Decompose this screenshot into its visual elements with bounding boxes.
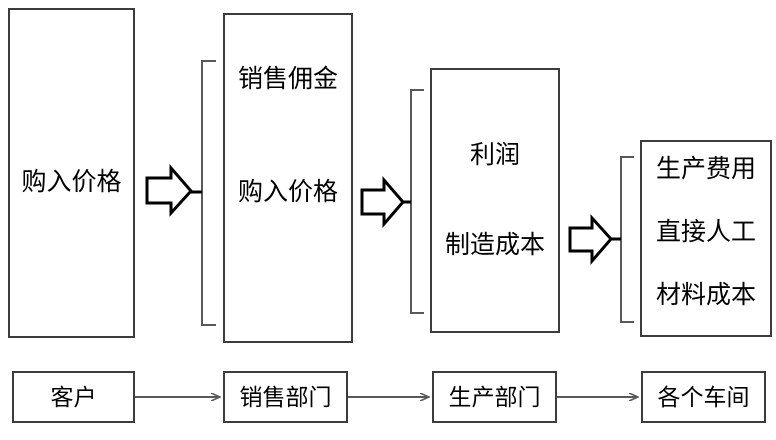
customer-box-label: 客户: [50, 383, 97, 410]
material-cost-label: 材料成本: [655, 281, 756, 309]
manufacturing-cost-label: 制造成本: [444, 231, 545, 259]
production-dept-box[interactable]: 生产部门: [432, 371, 557, 423]
sales-dept-box[interactable]: 销售部门: [223, 371, 348, 423]
bracket-3: [610, 156, 634, 323]
purchase-price-box-label: 购入价格: [21, 168, 122, 196]
sales-commission-label: 销售佣金: [237, 65, 338, 93]
bracket-1: [190, 60, 216, 326]
block-arrow-1[interactable]: [145, 163, 194, 217]
production-dept-box-label: 生产部门: [448, 383, 541, 410]
workshops-box-label: 各个车间: [657, 383, 750, 410]
block-arrow-2[interactable]: [360, 175, 405, 229]
profit-cost-box[interactable]: 利润 制造成本: [430, 68, 560, 333]
purchase-price-label-2: 购入价格: [237, 178, 338, 206]
sales-commission-box[interactable]: 销售佣金 购入价格: [223, 13, 353, 343]
manufacturing-detail-box[interactable]: 生产费用 直接人工 材料成本: [640, 140, 772, 337]
production-expense-label: 生产费用: [655, 155, 756, 183]
workshops-box[interactable]: 各个车间: [641, 371, 766, 423]
customer-box[interactable]: 客户: [12, 371, 135, 423]
block-arrow-3[interactable]: [568, 214, 614, 266]
profit-label: 利润: [469, 141, 520, 169]
sales-dept-box-label: 销售部门: [239, 383, 332, 410]
purchase-price-box[interactable]: 购入价格: [8, 8, 135, 338]
direct-labor-label: 直接人工: [655, 218, 756, 246]
